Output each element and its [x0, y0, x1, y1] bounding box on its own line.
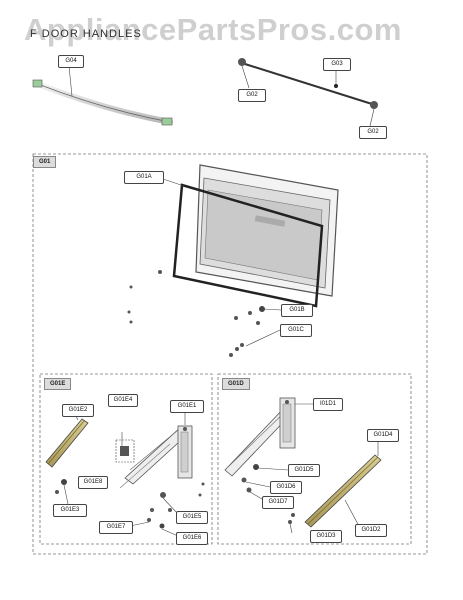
section-title: F DOOR HANDLES: [30, 28, 142, 40]
door-screws: [127, 270, 282, 357]
callout-g01e3: G01E3: [53, 504, 87, 517]
callout-g04: G04: [58, 55, 84, 68]
small-parts-g01d: [241, 464, 361, 534]
callout-g03: G03: [323, 58, 351, 71]
callout-g02-left: G02: [238, 89, 266, 102]
group-tab-g01: G01: [33, 156, 57, 168]
rail-part-g01e2: [45, 415, 89, 468]
door-panel-g01a: [159, 164, 339, 308]
callout-g01d6: G01D6: [270, 481, 302, 494]
callout-g01e5: G01E5: [176, 511, 208, 524]
callout-g01e4: G01E4: [108, 394, 138, 407]
callout-g02-right: G02: [359, 126, 387, 139]
callout-g01e1: G01E1: [170, 400, 204, 413]
slide-part-g01e1: [119, 412, 193, 489]
rail-part-g01d4: [304, 441, 382, 528]
callout-g01d5: G01D5: [288, 464, 320, 477]
callout-g01e6: G01E6: [176, 532, 208, 545]
slide-part-g01d1: [224, 397, 313, 477]
callout-g01b: G01B: [281, 304, 313, 317]
callout-g01e8: G01E8: [78, 476, 108, 489]
callout-g01d4: G01D4: [367, 429, 399, 442]
callout-g01e2: G01E2: [62, 404, 94, 417]
rod-part-g03: [238, 58, 378, 127]
handle-part-g04: [32, 65, 173, 126]
callout-g01d1: I01D1: [313, 398, 343, 411]
group-tab-g01e: G01E: [44, 378, 72, 390]
callout-g01c: G01C: [280, 324, 312, 337]
bracket-part-g01e8: [115, 432, 135, 463]
callout-g01d2: G01D2: [355, 524, 387, 537]
callout-g01a: G01A: [124, 171, 164, 184]
small-parts-g01e: [55, 479, 205, 537]
callout-g01d7: G01D7: [262, 496, 294, 509]
callout-g01d3: G01D3: [310, 530, 342, 543]
group-tab-g01d: G01D: [222, 378, 250, 390]
watermark-text: AppliancePartsPros.com: [24, 12, 402, 47]
callout-g01e7: G01E7: [99, 521, 133, 534]
